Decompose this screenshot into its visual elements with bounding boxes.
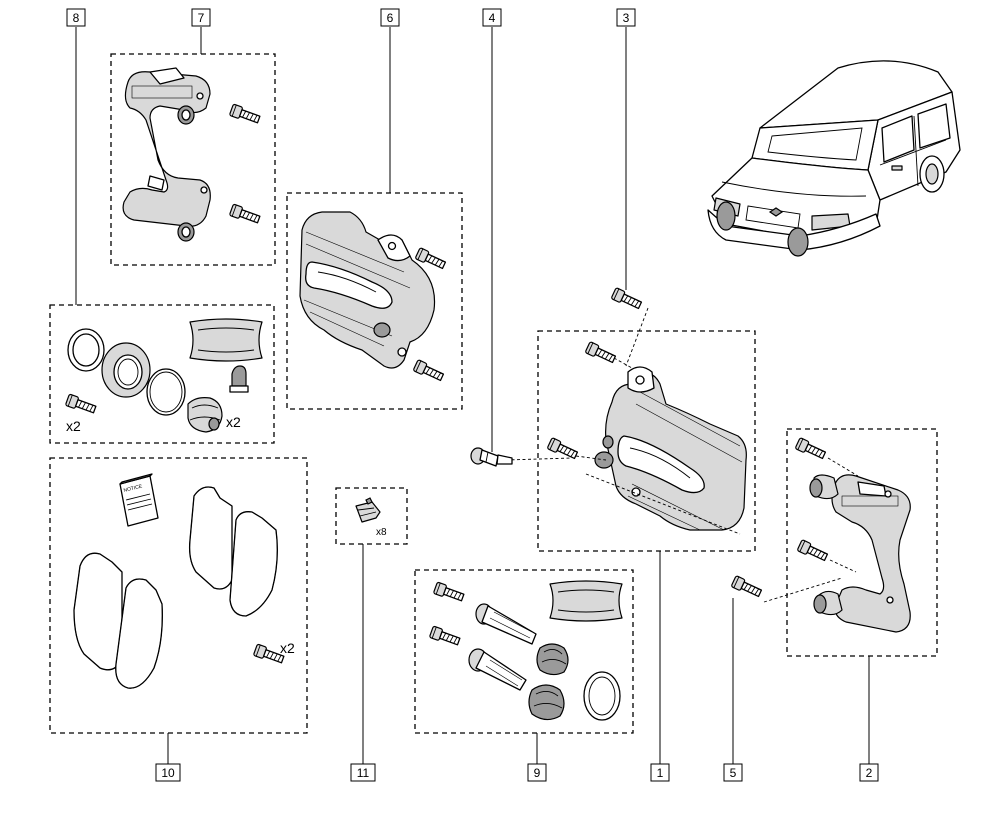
quantity-seal-bolts: x2 — [66, 418, 81, 434]
callout-1: 1 — [650, 763, 670, 782]
callout-6: 6 — [380, 8, 400, 27]
van-icon — [707, 60, 961, 257]
bolt-icon — [610, 286, 644, 312]
seal-kit-icon — [67, 328, 249, 416]
bolt-icon — [584, 340, 618, 366]
group-box-11 — [335, 487, 408, 545]
callout-label-3: 3 — [623, 11, 630, 25]
callout-9: 9 — [527, 763, 547, 782]
bleed-screw-icon — [470, 447, 513, 467]
bracket-icon — [809, 474, 911, 633]
grease-sachet-icon — [549, 580, 623, 622]
callout-label-8: 8 — [73, 11, 80, 25]
bolt-icon — [730, 574, 764, 600]
group-box-1 — [537, 330, 756, 552]
clip-icon — [355, 497, 381, 523]
callout-label-4: 4 — [489, 11, 496, 25]
bolt-icon — [796, 538, 830, 564]
group-box-9 — [414, 569, 634, 734]
bracket-7 — [122, 67, 262, 242]
caliper-assembly-1 — [505, 340, 747, 535]
callout-label-7: 7 — [198, 11, 205, 25]
quantity-seal-boots: x2 — [226, 414, 241, 430]
group-box-2 — [786, 428, 938, 657]
caliper-6 — [299, 211, 448, 384]
guide-pin-kit-icon — [468, 603, 621, 721]
group-box-10 — [49, 457, 308, 734]
seal-kit-8: x2 x2 — [64, 318, 263, 434]
bolt-icon — [228, 203, 262, 226]
callout-3: 3 — [616, 8, 636, 27]
callout-label-11: 11 — [357, 766, 370, 780]
caliper-icon — [594, 366, 747, 531]
group-box-6 — [286, 192, 463, 410]
callout-label-6: 6 — [387, 11, 394, 25]
booklet-icon: NOTICE — [119, 473, 159, 527]
callout-label-1: 1 — [657, 766, 664, 780]
bolt-icon — [228, 103, 262, 126]
bracket-icon — [122, 67, 211, 242]
callout-2: 2 — [859, 763, 879, 782]
group-box-8 — [49, 304, 275, 444]
callout-label-10: 10 — [161, 766, 175, 780]
bolt-icon — [412, 358, 446, 384]
bolt-icon — [432, 581, 466, 604]
callout-label-2: 2 — [866, 766, 873, 780]
quantity-pad-bolts: x2 — [280, 640, 295, 656]
callout-4: 4 — [482, 8, 502, 27]
pad-set-icon — [73, 486, 278, 689]
clip-set-11: x8 — [355, 497, 387, 538]
bolt-icon — [794, 436, 828, 462]
bracket-2 — [794, 436, 911, 633]
callout-label-5: 5 — [730, 766, 737, 780]
booklet-title: NOTICE — [123, 483, 143, 494]
callout-8: 8 — [66, 8, 86, 27]
group-box-7 — [110, 53, 276, 266]
guide-pin-kit-9 — [428, 580, 623, 721]
bolt-icon — [428, 625, 462, 648]
callout-7: 7 — [191, 8, 211, 27]
bolt-icon — [64, 393, 98, 416]
callout-5: 5 — [723, 763, 743, 782]
callout-10: 10 — [155, 763, 181, 782]
grease-sachet-icon — [189, 318, 263, 362]
quantity-clips: x8 — [376, 527, 387, 538]
leader-lines — [75, 27, 870, 764]
bolt-icon — [546, 436, 580, 462]
pad-set-10: NOTICE x2 — [73, 473, 295, 689]
caliper-icon — [299, 211, 436, 369]
boot-icon — [187, 397, 223, 433]
callout-label-9: 9 — [534, 766, 541, 780]
callout-11: 11 — [350, 763, 376, 782]
